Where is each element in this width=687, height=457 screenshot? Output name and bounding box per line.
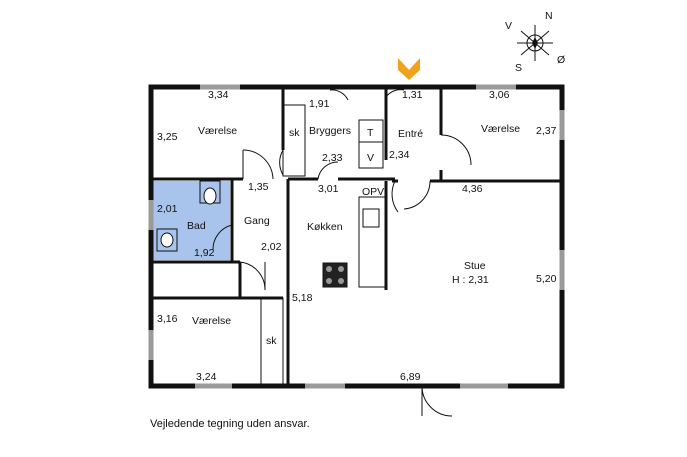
stue-name: Stue xyxy=(464,260,486,272)
bryggers-v: V xyxy=(367,152,374,164)
vaerelse-bl-sk: sk xyxy=(266,335,277,347)
compass-s: S xyxy=(515,62,522,74)
vaerelse-bl-w: 3,24 xyxy=(196,371,217,383)
vaerelse-tl-h: 3,25 xyxy=(157,131,178,143)
dim-689: 6,89 xyxy=(400,371,421,383)
stue-height: H : 2,31 xyxy=(452,274,489,286)
entre-h: 2,34 xyxy=(389,149,410,161)
koekken-opv: OPV xyxy=(362,186,384,198)
compass-o: Ø xyxy=(557,54,565,66)
doors xyxy=(212,89,472,417)
stove-rings xyxy=(326,266,344,284)
compass-icon: V N S Ø xyxy=(505,10,565,74)
windows xyxy=(148,84,565,389)
interior-walls xyxy=(151,87,562,386)
compass-n: N xyxy=(545,10,553,22)
vaerelse-tr-w: 3,06 xyxy=(489,89,510,101)
bad-name: Bad xyxy=(187,220,206,232)
koekken-name: Køkken xyxy=(307,221,343,233)
entrance-marker xyxy=(398,58,420,80)
bryggers-name: Bryggers xyxy=(309,125,351,137)
entre-w: 1,31 xyxy=(402,89,423,101)
bryggers-h: 2,33 xyxy=(322,152,343,164)
stue-w: 4,36 xyxy=(462,183,483,195)
gang-h: 2,02 xyxy=(261,241,282,253)
bad-h: 2,01 xyxy=(157,203,178,215)
vaerelse-tr-name: Værelse xyxy=(481,123,520,135)
bryggers-sk: sk xyxy=(289,127,300,139)
koekken-w: 3,01 xyxy=(318,183,339,195)
vaerelse-bl-name: Værelse xyxy=(192,315,231,327)
gang-w: 1,35 xyxy=(248,181,269,193)
sink-icon xyxy=(160,232,174,248)
bad-w: 1,92 xyxy=(194,247,215,259)
dim-518: 5,18 xyxy=(292,292,313,304)
bryggers-t: T xyxy=(367,127,374,139)
entre-name: Entré xyxy=(398,128,423,140)
vaerelse-bl-h: 3,16 xyxy=(157,313,178,325)
toilet-icon xyxy=(203,187,217,205)
gang-name: Gang xyxy=(244,215,270,227)
stue-h: 5,20 xyxy=(536,273,557,285)
vaerelse-tl-w: 3,34 xyxy=(208,89,229,101)
vaerelse-tl-name: Værelse xyxy=(198,125,237,137)
bryggers-w: 1,91 xyxy=(309,98,330,110)
disclaimer-caption: Vejledende tegning uden ansvar. xyxy=(150,418,310,430)
compass-v: V xyxy=(505,20,512,32)
vaerelse-tr-h: 2,37 xyxy=(536,125,557,137)
